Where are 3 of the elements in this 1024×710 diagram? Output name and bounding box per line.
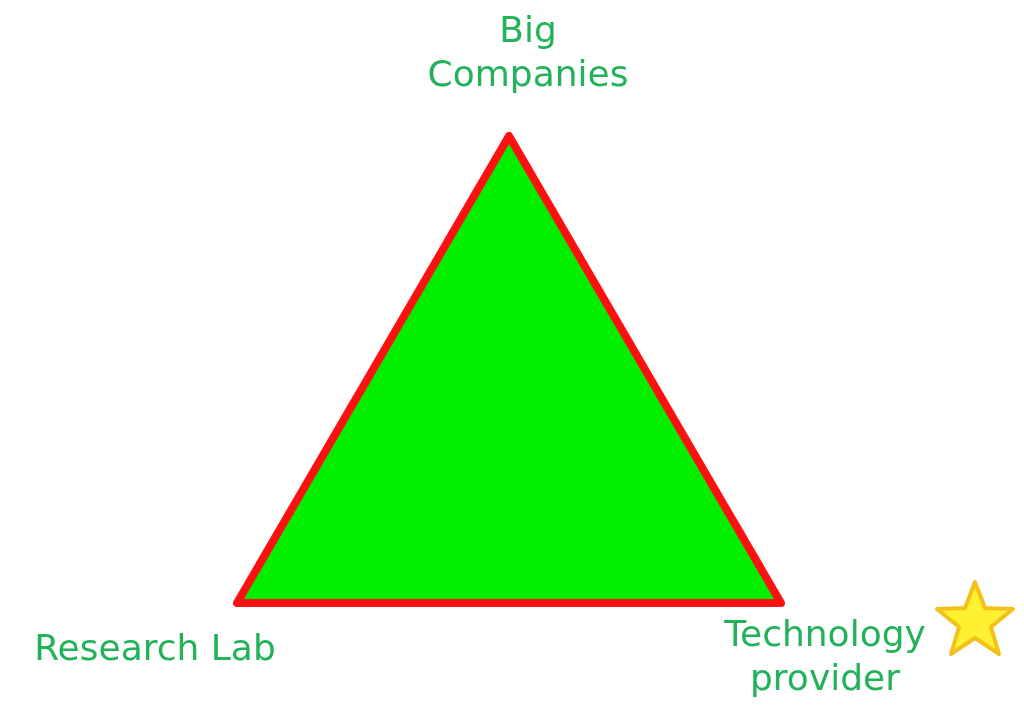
- corner-label: Technology provider: [723, 612, 927, 700]
- corner-label: Big Companies: [426, 8, 630, 96]
- corner-label: Research Lab: [33, 626, 277, 670]
